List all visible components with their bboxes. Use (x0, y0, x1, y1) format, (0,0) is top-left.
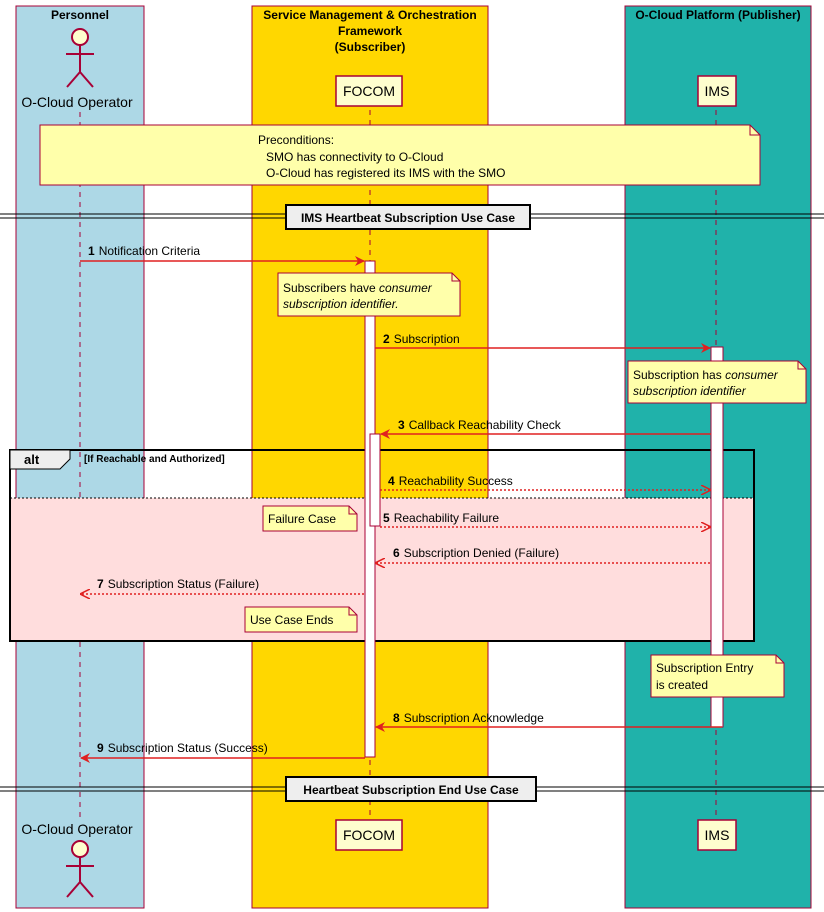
participant-ims-label-bottom: IMS (705, 827, 730, 843)
note-focom-text-c: subscription identifier. (283, 297, 399, 311)
note-failure-case-text: Failure Case (268, 512, 336, 526)
message-5: 5 Reachability Failure (380, 511, 710, 527)
box-smo-label-line-1: Service Management & Orchestration (263, 8, 476, 22)
message-8-number: 8 (393, 711, 400, 725)
participant-ims-top: IMS (697, 75, 737, 107)
svg-text:Subscribers have consumer: Subscribers have consumer (283, 281, 433, 295)
svg-text:Subscription has consumer: Subscription has consumer (633, 368, 779, 382)
message-7: 7 Subscription Status (Failure) (81, 577, 364, 594)
note-use-case-ends-text: Use Case Ends (250, 613, 333, 627)
participant-focom-top: FOCOM (335, 75, 403, 107)
alt-condition: [If Reachable and Authorized] (84, 454, 225, 465)
message-8-text: Subscription Acknowledge (404, 711, 544, 725)
message-9-number: 9 (97, 741, 104, 755)
note-ims-identifier: Subscription has consumer subscription i… (627, 360, 807, 404)
note-focom-text-b: consumer (379, 281, 433, 295)
message-1: 1 Notification Criteria (80, 244, 365, 266)
message-8: 8 Subscription Acknowledge (375, 711, 722, 732)
activation-focom-nested (369, 433, 381, 527)
participant-operator-label: O-Cloud Operator (21, 94, 133, 110)
note-failure-case: Failure Case (262, 505, 358, 532)
note-focom-identifier: Subscribers have consumer subscription i… (277, 272, 461, 317)
divider-end-label: Heartbeat Subscription End Use Case (303, 783, 519, 797)
note-preconditions: Preconditions: SMO has connectivity to O… (39, 124, 761, 186)
actor-operator-top: O-Cloud Operator (21, 28, 133, 110)
participant-ims-label: IMS (705, 83, 730, 99)
participant-focom-bottom: FOCOM (335, 819, 403, 851)
message-3: 3 Callback Reachability Check (380, 418, 711, 439)
participant-operator-label-bottom: O-Cloud Operator (21, 821, 133, 837)
note-subscription-entry-line-1: Subscription Entry (656, 661, 753, 675)
message-4-number: 4 (388, 474, 395, 488)
box-smo-label-line-3: (Subscriber) (335, 40, 406, 54)
alt-keyword: alt (24, 452, 40, 467)
message-6-text: Subscription Denied (Failure) (404, 546, 559, 560)
note-focom-text-a: Subscribers have (283, 281, 379, 295)
note-subscription-entry-line-2: is created (656, 678, 708, 692)
message-5-text: Reachability Failure (394, 511, 500, 525)
actor-icon (66, 28, 94, 88)
message-3-text: Callback Reachability Check (409, 418, 562, 432)
note-ims-text-c: subscription identifier (633, 384, 747, 398)
message-9: 9 Subscription Status (Success) (80, 741, 365, 763)
message-6-number: 6 (393, 546, 400, 560)
actor-operator-bottom: O-Cloud Operator (21, 821, 133, 898)
note-subscription-entry: Subscription Entry is created (650, 654, 785, 698)
box-personnel-label: Personnel (51, 8, 109, 22)
message-1-text: Notification Criteria (99, 244, 201, 258)
message-6: 6 Subscription Denied (Failure) (376, 546, 710, 563)
participant-ims-bottom: IMS (697, 819, 737, 851)
divider-end: Heartbeat Subscription End Use Case (0, 776, 824, 802)
note-ims-text-a: Subscription has (633, 368, 725, 382)
note-ims-text-b: consumer (725, 368, 779, 382)
actor-icon-bottom (66, 840, 94, 898)
preconditions-line-2: O-Cloud has registered its IMS with the … (266, 166, 505, 180)
message-1-number: 1 (88, 244, 95, 258)
message-7-text: Subscription Status (Failure) (108, 577, 259, 591)
note-use-case-ends: Use Case Ends (244, 606, 358, 633)
box-ocloud-label: O-Cloud Platform (Publisher) (635, 8, 800, 22)
box-smo-label-line-2: Framework (338, 24, 402, 38)
message-3-number: 3 (398, 418, 405, 432)
alt-fragment: alt [If Reachable and Authorized] (9, 449, 755, 642)
message-2-number: 2 (383, 332, 390, 346)
message-5-number: 5 (383, 511, 390, 525)
participant-focom-label: FOCOM (343, 83, 395, 99)
participant-focom-label-bottom: FOCOM (343, 827, 395, 843)
divider-start-label: IMS Heartbeat Subscription Use Case (301, 211, 515, 225)
message-4: 4 Reachability Success (380, 474, 710, 490)
message-2-text: Subscription (394, 332, 460, 346)
message-7-number: 7 (97, 577, 104, 591)
message-4-text: Reachability Success (399, 474, 513, 488)
message-2: 2 Subscription (375, 332, 711, 353)
divider-start: IMS Heartbeat Subscription Use Case (0, 204, 824, 230)
preconditions-title: Preconditions: (258, 133, 334, 147)
preconditions-line-1: SMO has connectivity to O-Cloud (266, 150, 443, 164)
message-9-text: Subscription Status (Success) (108, 741, 268, 755)
